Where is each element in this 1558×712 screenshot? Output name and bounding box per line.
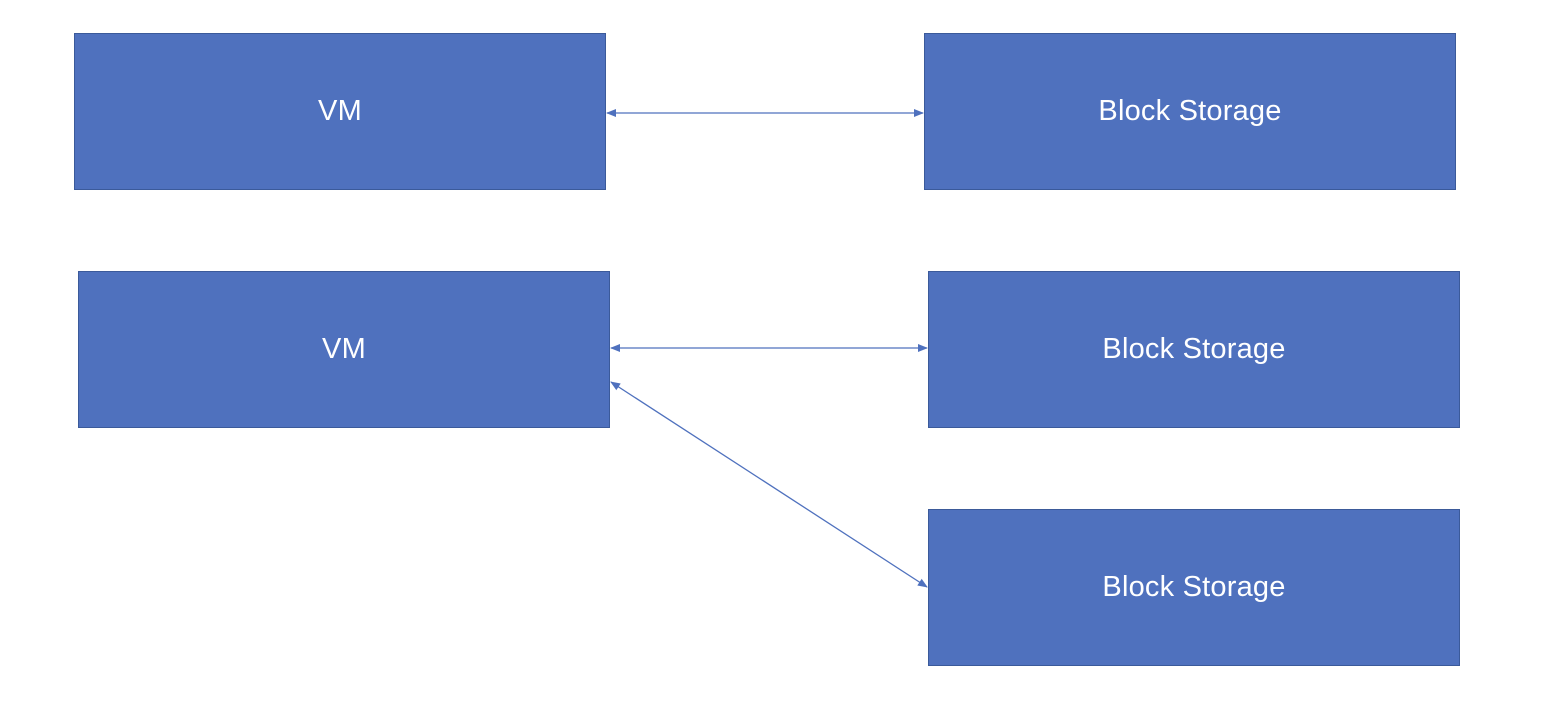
vm-label: VM (322, 333, 366, 365)
block-storage-box[interactable]: Block Storage (928, 509, 1460, 666)
block-storage-box[interactable]: Block Storage (928, 271, 1460, 428)
vm-label: VM (318, 95, 362, 127)
block-storage-label: Block Storage (1102, 333, 1286, 365)
vm-box[interactable]: VM (78, 271, 610, 428)
block-storage-label: Block Storage (1098, 95, 1282, 127)
connector-vm2-storage3[interactable] (610, 381, 928, 588)
vm-box[interactable]: VM (74, 33, 606, 190)
block-storage-label: Block Storage (1102, 571, 1286, 603)
block-storage-box[interactable]: Block Storage (924, 33, 1456, 190)
